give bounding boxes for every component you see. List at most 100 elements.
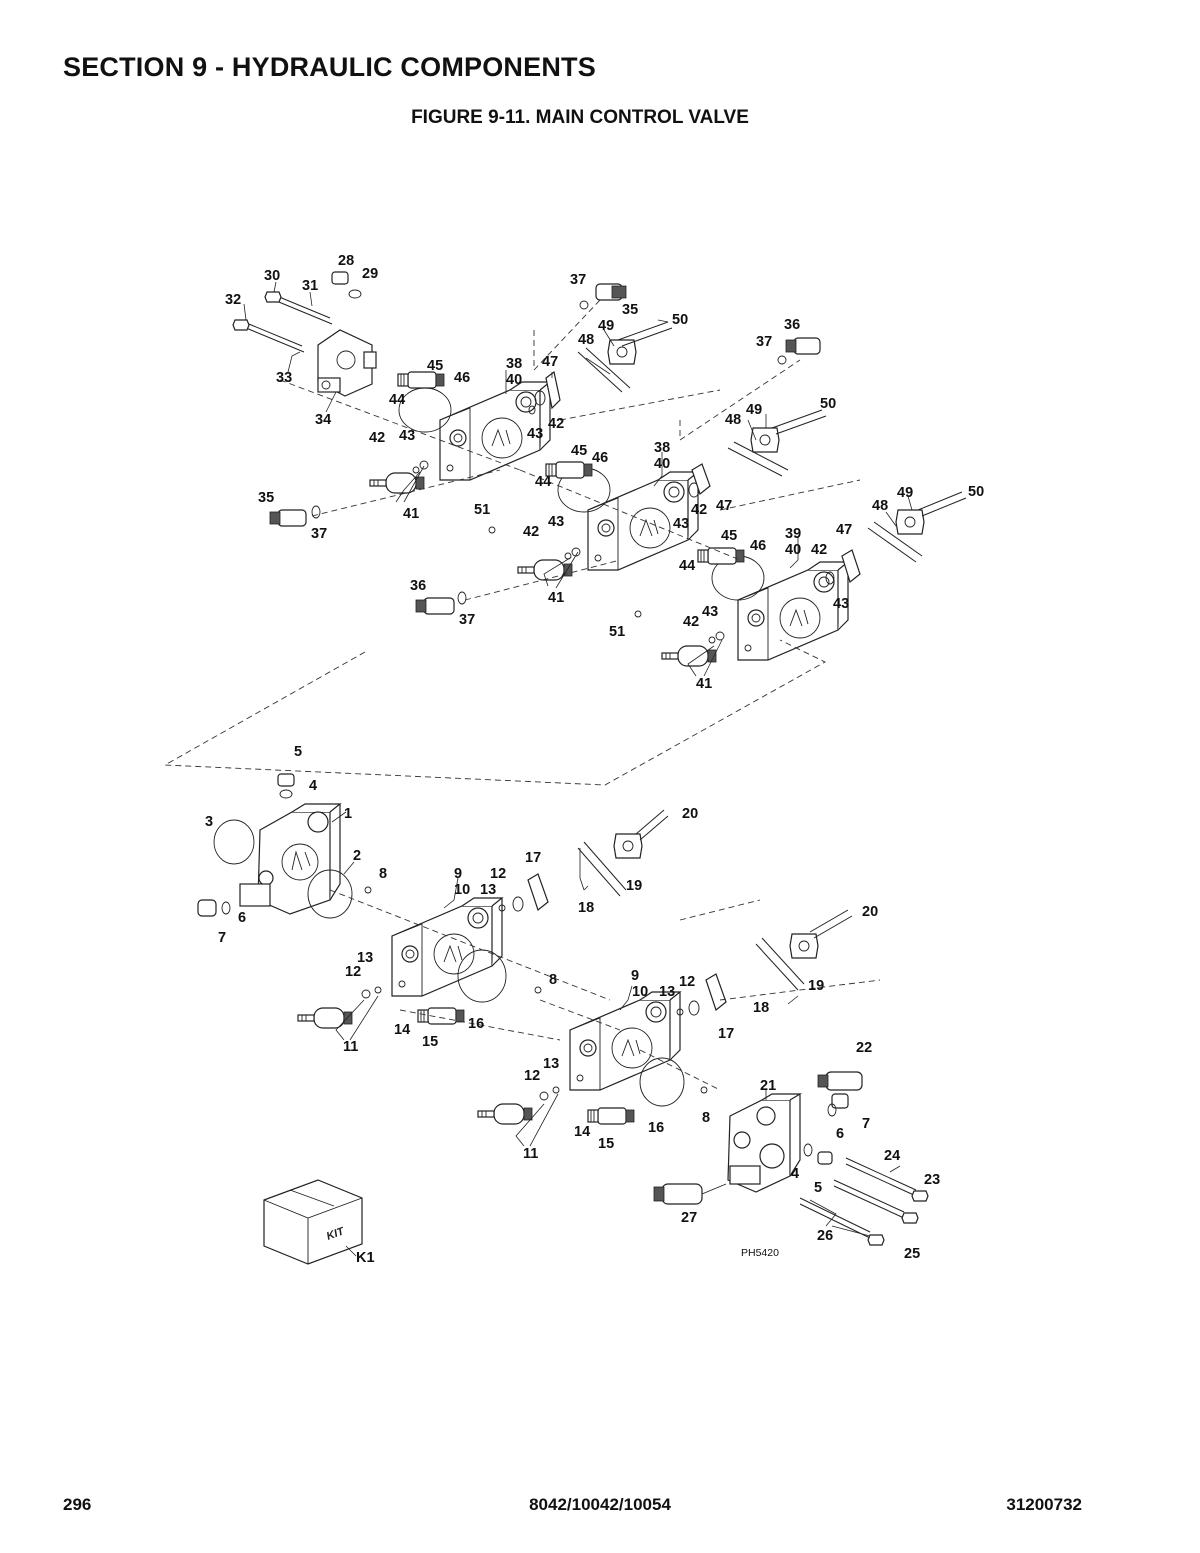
callout-25: 25 [904,1246,920,1262]
callout-8: 8 [379,866,387,882]
callout-46: 46 [454,370,470,386]
image-code: PH5420 [741,1247,779,1259]
kit-box: KIT [263,1179,363,1265]
callout-22: 22 [856,1040,872,1056]
callout-39: 39 [785,526,801,542]
callout-43: 43 [833,596,849,612]
callout-43: 43 [702,604,718,620]
valve-section-upper-3 [737,561,849,661]
callout-48: 48 [578,332,594,348]
callout-41: 41 [403,506,419,522]
callout-16: 16 [648,1120,664,1136]
plug-7a [197,899,217,917]
callout-4: 4 [791,1166,799,1182]
callout-33: 33 [276,370,292,386]
callout-19: 19 [626,878,642,894]
callout-35: 35 [622,302,638,318]
section-title: SECTION 9 - HYDRAULIC COMPONENTS [63,52,596,82]
callout-labels: 28 29 30 31 32 33 34 37 35 49 50 48 45 4… [205,253,984,1266]
seal-disc-46a [398,387,452,433]
seal-2 [307,869,353,919]
callout-16: 16 [468,1016,484,1032]
callout-7: 7 [862,1116,870,1132]
callout-13: 13 [357,950,373,966]
callout-27: 27 [681,1210,697,1226]
callout-49: 49 [746,402,762,418]
callout-37: 37 [570,272,586,288]
callout-12: 12 [524,1068,540,1084]
relief-valve-35b [269,505,321,527]
callout-42: 42 [683,614,699,630]
callout-40: 40 [654,456,670,472]
callout-4: 4 [309,778,317,794]
callout-48: 48 [872,498,888,514]
callout-43: 43 [548,514,564,530]
valve-section-lower-1 [391,897,503,997]
callout-18: 18 [578,900,594,916]
callout-29: 29 [362,266,378,282]
callout-11: 11 [523,1146,538,1162]
callout-45: 45 [427,358,443,374]
callout-24: 24 [884,1148,900,1164]
callout-30: 30 [264,268,280,284]
document-number: 31200732 [1006,1495,1082,1514]
callout-45: 45 [721,528,737,544]
callout-51: 51 [474,502,490,518]
callout-14: 14 [574,1124,590,1140]
callout-13: 13 [659,984,675,1000]
callout-46: 46 [592,450,608,466]
callout-32: 32 [225,292,241,308]
page-number: 296 [63,1495,92,1514]
callout-36: 36 [410,578,426,594]
callout-5: 5 [814,1180,822,1196]
gasket-47a [545,370,561,410]
callout-48: 48 [725,412,741,428]
callout-5: 5 [294,744,302,760]
callout-41: 41 [696,676,712,692]
callout-23: 23 [924,1172,940,1188]
relief-valve-36b [415,591,467,615]
callout-3: 3 [205,814,213,830]
callout-42: 42 [548,416,564,432]
callout-18: 18 [753,1000,769,1016]
callout-13: 13 [480,882,496,898]
model-numbers: 8042/10042/10054 [529,1495,671,1514]
callout-37: 37 [459,612,475,628]
callout-14: 14 [394,1022,410,1038]
tie-rods-31-33 [232,271,362,353]
callout-42: 42 [369,430,385,446]
callout-12: 12 [490,866,506,882]
callout-34: 34 [315,412,331,428]
callout-9: 9 [454,866,462,882]
callout-15: 15 [422,1034,438,1050]
callout-47: 47 [542,354,558,370]
callout-51: 51 [609,624,625,640]
relief-valve-22 [817,1071,863,1091]
callout-42: 42 [811,542,827,558]
callout-6: 6 [238,910,246,926]
figure-title: FIGURE 9-11. MAIN CONTROL VALVE [411,107,749,128]
plug-5a [277,773,295,787]
callout-8: 8 [549,972,557,988]
callout-17: 17 [718,1026,734,1042]
callout-12: 12 [679,974,695,990]
callout-6: 6 [836,1126,844,1142]
callout-47: 47 [836,522,852,538]
callout-9: 9 [631,968,639,984]
callout-36: 36 [784,317,800,333]
callout-50: 50 [968,484,984,500]
seal-3 [213,819,255,865]
cartridge-44a [397,371,445,389]
callout-43: 43 [673,516,689,532]
callout-47: 47 [716,498,732,514]
callout-49: 49 [897,485,913,501]
callout-42: 42 [691,502,707,518]
callout-44: 44 [535,474,551,490]
callout-49: 49 [598,318,614,334]
callout-41: 41 [548,590,564,606]
solenoid-41a [369,472,425,494]
callout-7: 7 [218,930,226,946]
callout-42: 42 [523,524,539,540]
callout-50: 50 [820,396,836,412]
